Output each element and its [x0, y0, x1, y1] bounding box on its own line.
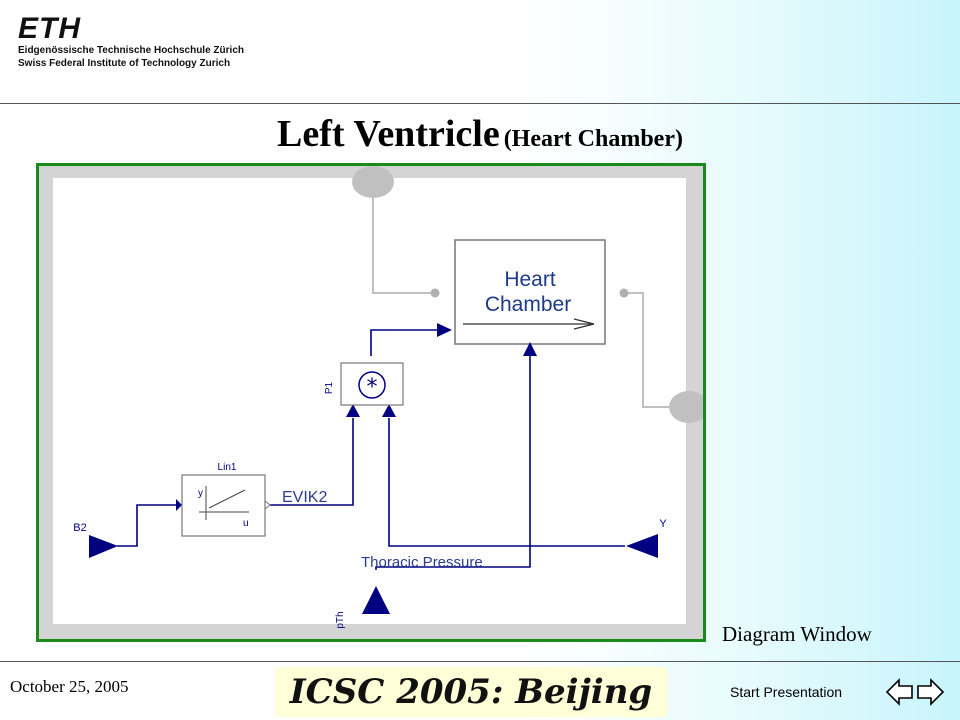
thoracic-pressure-label: Thoracic Pressure [361, 554, 483, 571]
b2-input-port[interactable]: B2 [73, 522, 118, 558]
pth-label: pTh [335, 611, 346, 628]
y-label: Y [659, 518, 667, 530]
eth-logo: ETH Eidgenössische Technische Hochschule… [18, 14, 244, 70]
conference-banner: ICSC 2005: Beijing [275, 667, 667, 717]
eth-logo-mark: ETH [18, 12, 81, 45]
mult-input-arrow-right [382, 404, 396, 417]
top-port-circle[interactable] [352, 166, 394, 198]
diagram-window-caption: Diagram Window [722, 622, 872, 646]
heart-chamber-block[interactable]: Heart Chamber [454, 239, 606, 345]
pth-input-port[interactable]: pTh [335, 586, 390, 629]
lin1-y-label: y [198, 488, 203, 499]
eth-logo-line-2: Swiss Federal Institute of Technology Zu… [18, 58, 231, 69]
slide-title-main: Left Ventricle [277, 113, 500, 155]
connector-lines [372, 184, 689, 408]
multiplier-block[interactable]: * P1 [324, 362, 404, 406]
diagram-canvas: Heart Chamber * P1 Lin1 [39, 166, 703, 639]
prev-arrow-icon[interactable] [885, 678, 913, 706]
evik2-label: EVIK2 [282, 489, 327, 506]
next-arrow-icon[interactable] [917, 678, 945, 706]
heart-input-arrow [437, 323, 452, 337]
multiply-icon: * [367, 375, 378, 400]
p1-label: P1 [324, 381, 335, 394]
eth-logo-line-1: Eidgenössische Technische Hochschule Zür… [18, 45, 244, 56]
y-input-port[interactable]: Y [626, 518, 667, 558]
heart-chamber-label-line2: Chamber [485, 293, 571, 316]
right-port-circle[interactable] [669, 391, 703, 423]
lin-input-arrow [176, 499, 182, 511]
slide-title-sub: (Heart Chamber) [503, 126, 683, 152]
lin1-label: Lin1 [218, 462, 237, 473]
slide-title: Left Ventricle (Heart Chamber) [0, 112, 960, 156]
lin1-output-port [264, 500, 271, 510]
lin1-block[interactable]: Lin1 y u [181, 462, 271, 537]
navigation-arrows [885, 676, 945, 708]
start-presentation-link[interactable]: Start Presentation [730, 684, 843, 700]
heart-chamber-arrow-head [573, 318, 595, 330]
canvas-left-band [39, 166, 53, 639]
lin1-slope-line [208, 489, 246, 509]
b2-label: B2 [73, 522, 86, 534]
heart-chamber-label-line1: Heart [504, 268, 556, 291]
canvas-bottom-band [39, 624, 703, 639]
diagram-window: Heart Chamber * P1 Lin1 [36, 163, 706, 642]
lin1-u-label: u [243, 518, 249, 529]
signal-lines [117, 329, 625, 570]
header-rule [0, 103, 960, 104]
footer-date: October 25, 2005 [10, 677, 129, 696]
heart-right-port[interactable] [619, 288, 629, 298]
heart-bottom-arrow [523, 342, 537, 356]
footer-rule [0, 661, 960, 662]
mult-input-arrow-left [346, 404, 360, 417]
heart-left-port[interactable] [430, 288, 440, 298]
